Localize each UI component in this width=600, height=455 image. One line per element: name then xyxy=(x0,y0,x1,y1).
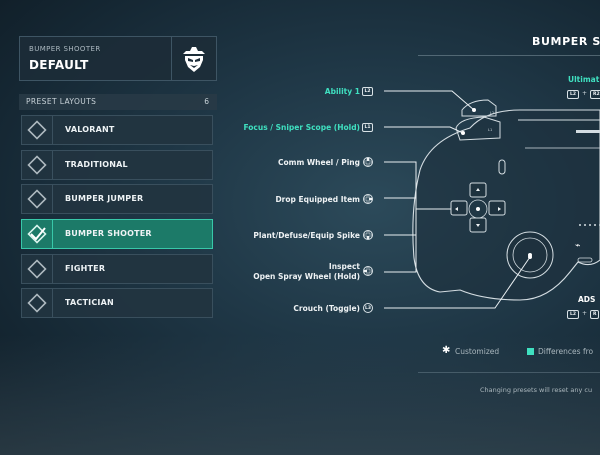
l3-button-icon: L3 xyxy=(363,303,373,313)
l2-button-icon: L2 xyxy=(362,87,373,96)
preset-item-label: TACTICIAN xyxy=(65,298,114,307)
screen-title: BUMPER SHO xyxy=(532,35,600,48)
reset-warning-text: Changing presets will reset any cu xyxy=(480,386,593,394)
preset-item-fighter[interactable]: FIGHTER xyxy=(21,254,213,284)
svg-text:⌁: ⌁ xyxy=(575,241,580,251)
binding-label-ultimate: Ultimat xyxy=(568,75,600,84)
binding-label-ads: ADS xyxy=(578,295,596,304)
l2-button-icon: L2 xyxy=(567,310,579,319)
asterisk-icon: ✱ xyxy=(442,345,451,356)
preset-item-tactician[interactable]: TACTICIAN xyxy=(21,288,213,318)
title-divider xyxy=(418,55,600,56)
binding-label-focus-scope: Focus / Sniper Scope (Hold) xyxy=(243,123,360,132)
preset-title: DEFAULT xyxy=(29,58,89,72)
combo-plus: + xyxy=(582,310,588,317)
dpad-up-icon xyxy=(363,157,373,167)
preset-layouts-header: PRESET LAYOUTS 6 xyxy=(19,94,217,110)
diamond-icon xyxy=(22,289,53,317)
l1-button-icon: L1 xyxy=(362,123,373,132)
preset-item-bumper-shooter[interactable]: BUMPER SHOOTER xyxy=(21,219,213,249)
agent-hat-emblem-icon xyxy=(171,37,216,80)
preset-item-label: VALORANT xyxy=(65,125,115,134)
binding-label-spray-wheel: Open Spray Wheel (Hold) xyxy=(253,272,360,281)
preset-layouts-label: PRESET LAYOUTS xyxy=(26,97,97,106)
teal-square-icon xyxy=(527,348,534,355)
binding-label-drop-item: Drop Equipped Item xyxy=(275,195,360,204)
preset-item-label: FIGHTER xyxy=(65,264,106,273)
svg-text:L2: L2 xyxy=(490,111,494,115)
binding-label-crouch: Crouch (Toggle) xyxy=(293,304,360,313)
legend-differences: Differences fro xyxy=(538,347,594,356)
footer-divider xyxy=(418,372,600,373)
l2-button-icon: L2 xyxy=(567,90,579,99)
r-button-icon: R xyxy=(590,310,600,319)
combo-plus: + xyxy=(582,90,588,97)
preset-item-label: BUMPER JUMPER xyxy=(65,194,144,203)
binding-label-comm-wheel: Comm Wheel / Ping xyxy=(278,158,360,167)
binding-label-inspect: Inspect xyxy=(328,262,360,271)
binding-label-plant-defuse: Plant/Defuse/Equip Spike xyxy=(253,231,360,240)
r2-button-icon: R2 xyxy=(590,90,600,99)
binding-label-ability-1: Ability 1 xyxy=(324,87,360,96)
preset-item-traditional[interactable]: TRADITIONAL xyxy=(21,150,213,180)
background-fog xyxy=(0,335,600,455)
svg-text:L1: L1 xyxy=(488,128,492,132)
preset-item-label: BUMPER SHOOTER xyxy=(65,229,152,238)
preset-scheme-name: BUMPER SHOOTER xyxy=(29,45,101,53)
preset-layouts-count: 6 xyxy=(204,97,209,106)
legend-customized: Customized xyxy=(455,347,500,356)
dpad-down-icon xyxy=(363,230,373,240)
diamond-icon xyxy=(22,116,53,144)
dpad-left-icon xyxy=(363,266,373,276)
preset-item-valorant[interactable]: VALORANT xyxy=(21,115,213,145)
preset-item-bumper-jumper[interactable]: BUMPER JUMPER xyxy=(21,184,213,214)
diamond-icon xyxy=(22,255,53,283)
diamond-icon xyxy=(22,185,53,213)
dpad-right-icon xyxy=(363,194,373,204)
checkmark-diamond-icon xyxy=(22,220,53,248)
diamond-icon xyxy=(22,151,53,179)
current-preset-card: BUMPER SHOOTER DEFAULT xyxy=(19,36,217,81)
preset-item-label: TRADITIONAL xyxy=(65,160,128,169)
